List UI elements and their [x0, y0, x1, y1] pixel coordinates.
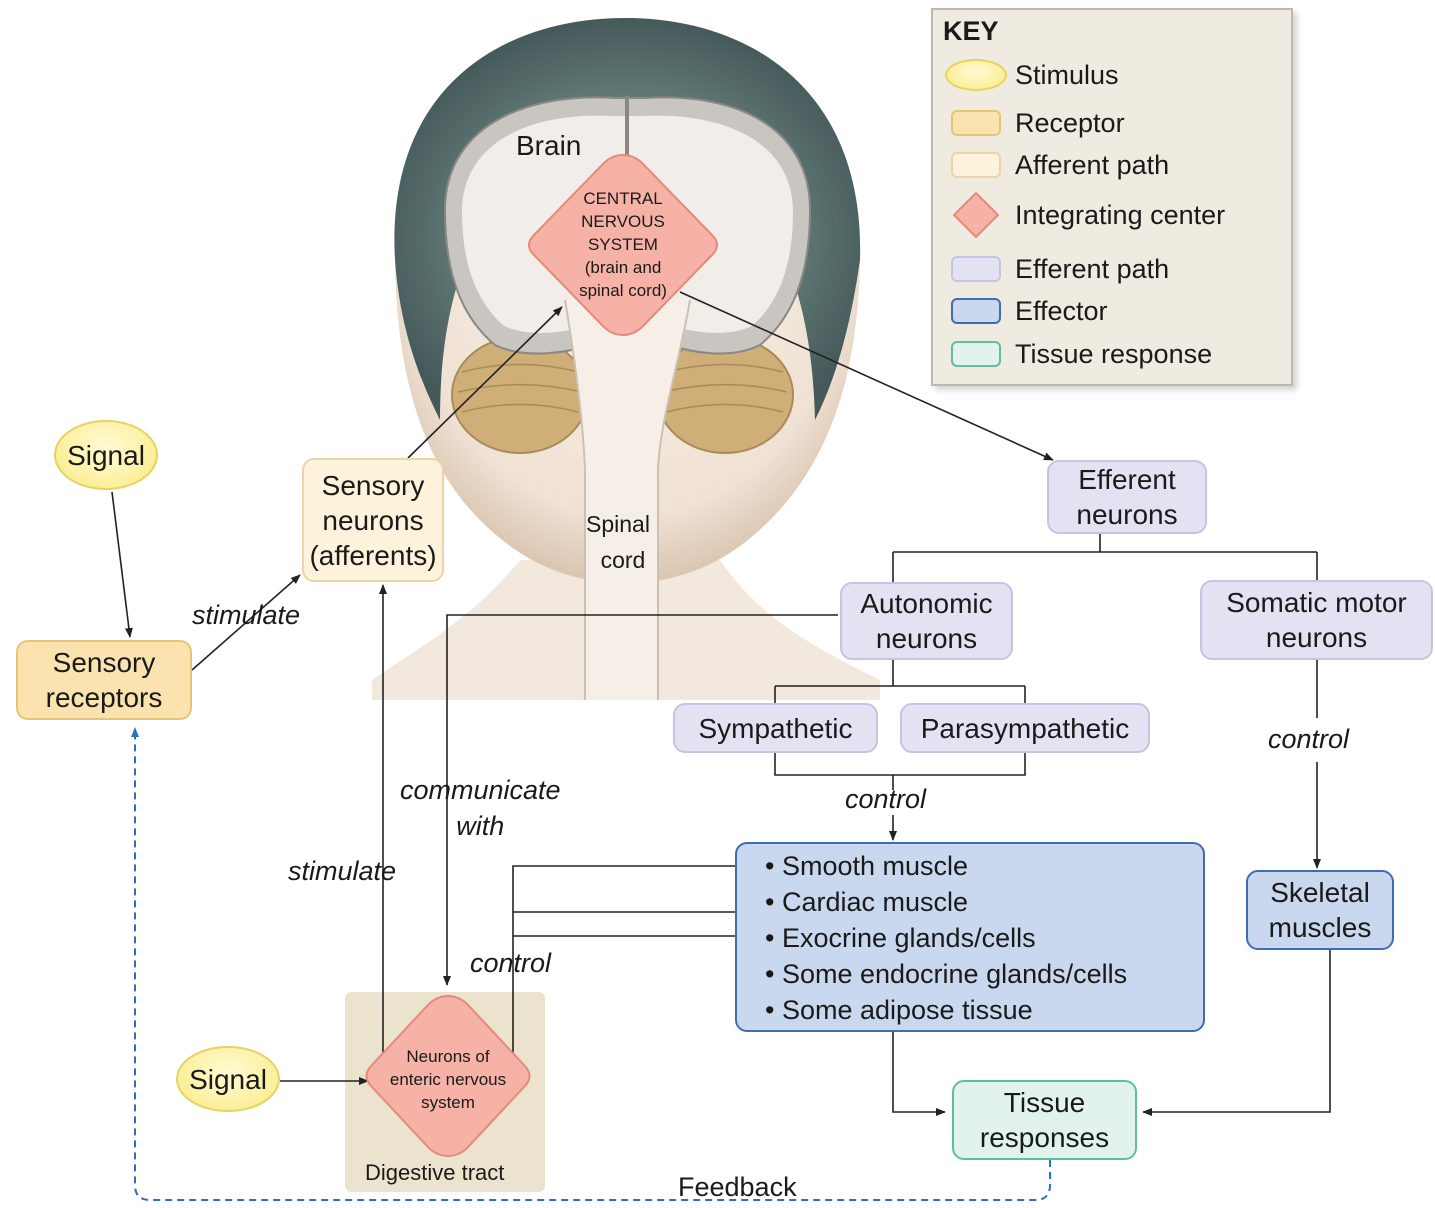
- enteric-line-2: enteric nervous: [373, 1069, 523, 1092]
- spinal-cord-label-line-1: Spinal: [586, 506, 650, 542]
- arrow-effectors-to-tissue: [893, 1032, 945, 1112]
- autonomic-neurons-node: Autonomic neurons: [840, 582, 1013, 660]
- skeletal-muscles-line-1: Skeletal: [1270, 875, 1370, 910]
- skeletal-muscles-node: Skeletal muscles: [1246, 870, 1394, 950]
- tissue-swatch: [951, 341, 1001, 367]
- efferent-branch: [893, 532, 1317, 582]
- legend-title: KEY: [943, 16, 999, 47]
- effector-swatch: [951, 298, 1001, 324]
- legend-stimulus: Stimulus: [951, 58, 1119, 92]
- effector-exocrine-glands: • Exocrine glands/cells: [765, 920, 1203, 956]
- effector-adipose-tissue: • Some adipose tissue: [765, 992, 1203, 1028]
- legend-tissue-label: Tissue response: [1015, 339, 1212, 370]
- effector-smooth-muscle: • Smooth muscle: [765, 848, 1203, 884]
- sensory-neurons-line-2: neurons: [322, 503, 423, 538]
- afferent-swatch: [951, 152, 1001, 178]
- autonomic-branch: [775, 660, 1025, 705]
- signal-top-node: Signal: [54, 420, 158, 490]
- spinal-cord-label-line-2: cord: [586, 542, 650, 578]
- spinal-cord-label: Spinal cord: [586, 506, 650, 578]
- legend-tissue: Tissue response: [951, 337, 1212, 371]
- digestive-tract-label: Digestive tract: [365, 1160, 504, 1186]
- cns-line-4: (brain and: [543, 257, 703, 280]
- autonomic-neurons-line-1: Autonomic: [860, 586, 992, 621]
- somatic-motor-neurons-line-1: Somatic motor: [1226, 585, 1407, 620]
- legend-effector-label: Effector: [1015, 296, 1108, 327]
- efferent-neurons-line-1: Efferent: [1078, 462, 1176, 497]
- somatic-motor-neurons-node: Somatic motor neurons: [1200, 580, 1433, 660]
- skeletal-muscles-line-2: muscles: [1269, 910, 1372, 945]
- legend-integrating-label: Integrating center: [1015, 200, 1225, 231]
- feedback-label: Feedback: [678, 1172, 797, 1203]
- legend-effector: Effector: [951, 294, 1108, 328]
- communicate-line-1: communicate: [400, 772, 561, 808]
- cns-line-1: CENTRAL: [543, 188, 703, 211]
- arrow-afferents-to-cns: [408, 307, 562, 458]
- cns-line-2: NERVOUS: [543, 211, 703, 234]
- sensory-receptors-line-1: Sensory: [53, 645, 156, 680]
- efferent-swatch: [951, 256, 1001, 282]
- tissue-responses-line-1: Tissue: [1004, 1085, 1085, 1120]
- parasympathetic-node: Parasympathetic: [900, 703, 1150, 753]
- sensory-receptors-node: Sensory receptors: [16, 640, 192, 720]
- control-somatic-label: control: [1268, 724, 1349, 755]
- efferent-neurons-line-2: neurons: [1076, 497, 1177, 532]
- receptor-swatch: [951, 110, 1001, 136]
- communicate-line-2: with: [400, 808, 561, 844]
- legend-integrating: Integrating center: [951, 198, 1225, 232]
- sensory-neurons-node: Sensory neurons (afferents): [302, 458, 444, 582]
- effector-endocrine-glands: • Some endocrine glands/cells: [765, 956, 1203, 992]
- brain-label: Brain: [516, 130, 581, 162]
- signal-bottom-node: Signal: [176, 1046, 280, 1112]
- legend-efferent-label: Efferent path: [1015, 254, 1169, 285]
- legend-key: KEY Stimulus Receptor Afferent path Inte…: [931, 8, 1293, 386]
- enteric-line-1: Neurons of: [373, 1046, 523, 1069]
- communicate-with-label: communicate with: [400, 772, 561, 844]
- somatic-motor-neurons-line-2: neurons: [1266, 620, 1367, 655]
- stimulus-swatch: [945, 59, 1007, 91]
- sensory-neurons-line-3: (afferents): [309, 538, 436, 573]
- legend-efferent: Efferent path: [951, 252, 1169, 286]
- effector-cardiac-muscle: • Cardiac muscle: [765, 884, 1203, 920]
- cns-label: CENTRAL NERVOUS SYSTEM (brain and spinal…: [543, 188, 703, 303]
- sensory-neurons-line-1: Sensory: [322, 468, 425, 503]
- cns-line-3: SYSTEM: [543, 234, 703, 257]
- enteric-line-3: system: [373, 1092, 523, 1115]
- sympathetic-node: Sympathetic: [673, 703, 878, 753]
- stimulate-label-1: stimulate: [192, 600, 300, 631]
- cns-line-5: spinal cord): [543, 280, 703, 303]
- integrating-swatch: [951, 193, 1001, 237]
- legend-afferent-label: Afferent path: [1015, 150, 1169, 181]
- arrow-signal-to-receptors: [112, 492, 130, 637]
- legend-stimulus-label: Stimulus: [1015, 60, 1119, 91]
- sensory-receptors-line-2: receptors: [46, 680, 163, 715]
- enteric-label: Neurons of enteric nervous system: [373, 1046, 523, 1115]
- stimulate-label-2: stimulate: [288, 856, 396, 887]
- efferent-neurons-node: Efferent neurons: [1047, 460, 1207, 534]
- tissue-responses-line-2: responses: [980, 1120, 1109, 1155]
- effectors-node: • Smooth muscle • Cardiac muscle • Exocr…: [735, 842, 1205, 1032]
- control-enteric-label: control: [470, 948, 551, 979]
- control-autonomic-label: control: [845, 784, 926, 815]
- legend-receptor-label: Receptor: [1015, 108, 1125, 139]
- legend-afferent: Afferent path: [951, 148, 1169, 182]
- tissue-responses-node: Tissue responses: [952, 1080, 1137, 1160]
- autonomic-neurons-line-2: neurons: [876, 621, 977, 656]
- legend-receptor: Receptor: [951, 106, 1125, 140]
